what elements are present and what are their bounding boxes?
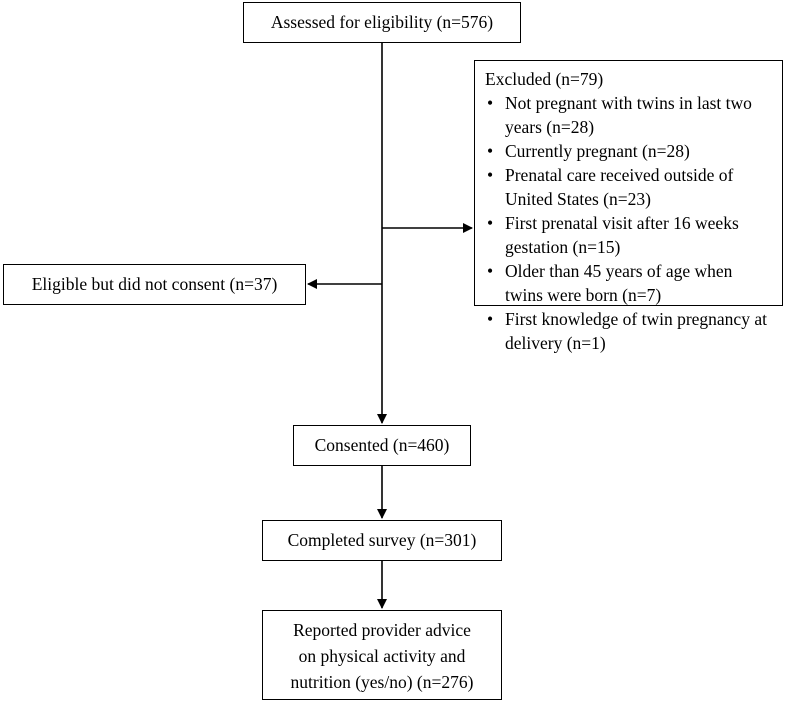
assessed-label: Assessed for eligibility (n=576) bbox=[270, 12, 494, 32]
exclusion-item: First knowledge of twin pregnancy at del… bbox=[485, 307, 774, 355]
not-consent-box: Eligible but did not consent (n=37) bbox=[3, 264, 306, 305]
assessed-box: Assessed for eligibility (n=576) bbox=[243, 2, 521, 43]
reported-line: on physical activity and bbox=[298, 646, 466, 666]
excluded-title: Excluded (n=79) bbox=[485, 69, 604, 89]
consented-box: Consented (n=460) bbox=[293, 425, 471, 466]
reported-line: Reported provider advice bbox=[293, 620, 471, 640]
exclusion-item: Not pregnant with twins in last two year… bbox=[485, 91, 774, 139]
exclusion-item: Older than 45 years of age when twins we… bbox=[485, 259, 774, 307]
exclusion-item: Currently pregnant (n=28) bbox=[485, 139, 774, 163]
exclusion-list: Not pregnant with twins in last two year… bbox=[485, 91, 774, 355]
reported-line: nutrition (yes/no) (n=276) bbox=[290, 672, 474, 692]
exclusion-item: Prenatal care received outside of United… bbox=[485, 163, 774, 211]
excluded-box: Excluded (n=79) Not pregnant with twins … bbox=[474, 60, 783, 353]
consented-label: Consented (n=460) bbox=[314, 435, 450, 455]
reported-box: Reported provider advice on physical act… bbox=[262, 610, 502, 700]
survey-label: Completed survey (n=301) bbox=[287, 530, 477, 550]
not-consent-label: Eligible but did not consent (n=37) bbox=[31, 274, 278, 294]
exclusion-item: First prenatal visit after 16 weeks gest… bbox=[485, 211, 774, 259]
survey-box: Completed survey (n=301) bbox=[262, 520, 502, 561]
